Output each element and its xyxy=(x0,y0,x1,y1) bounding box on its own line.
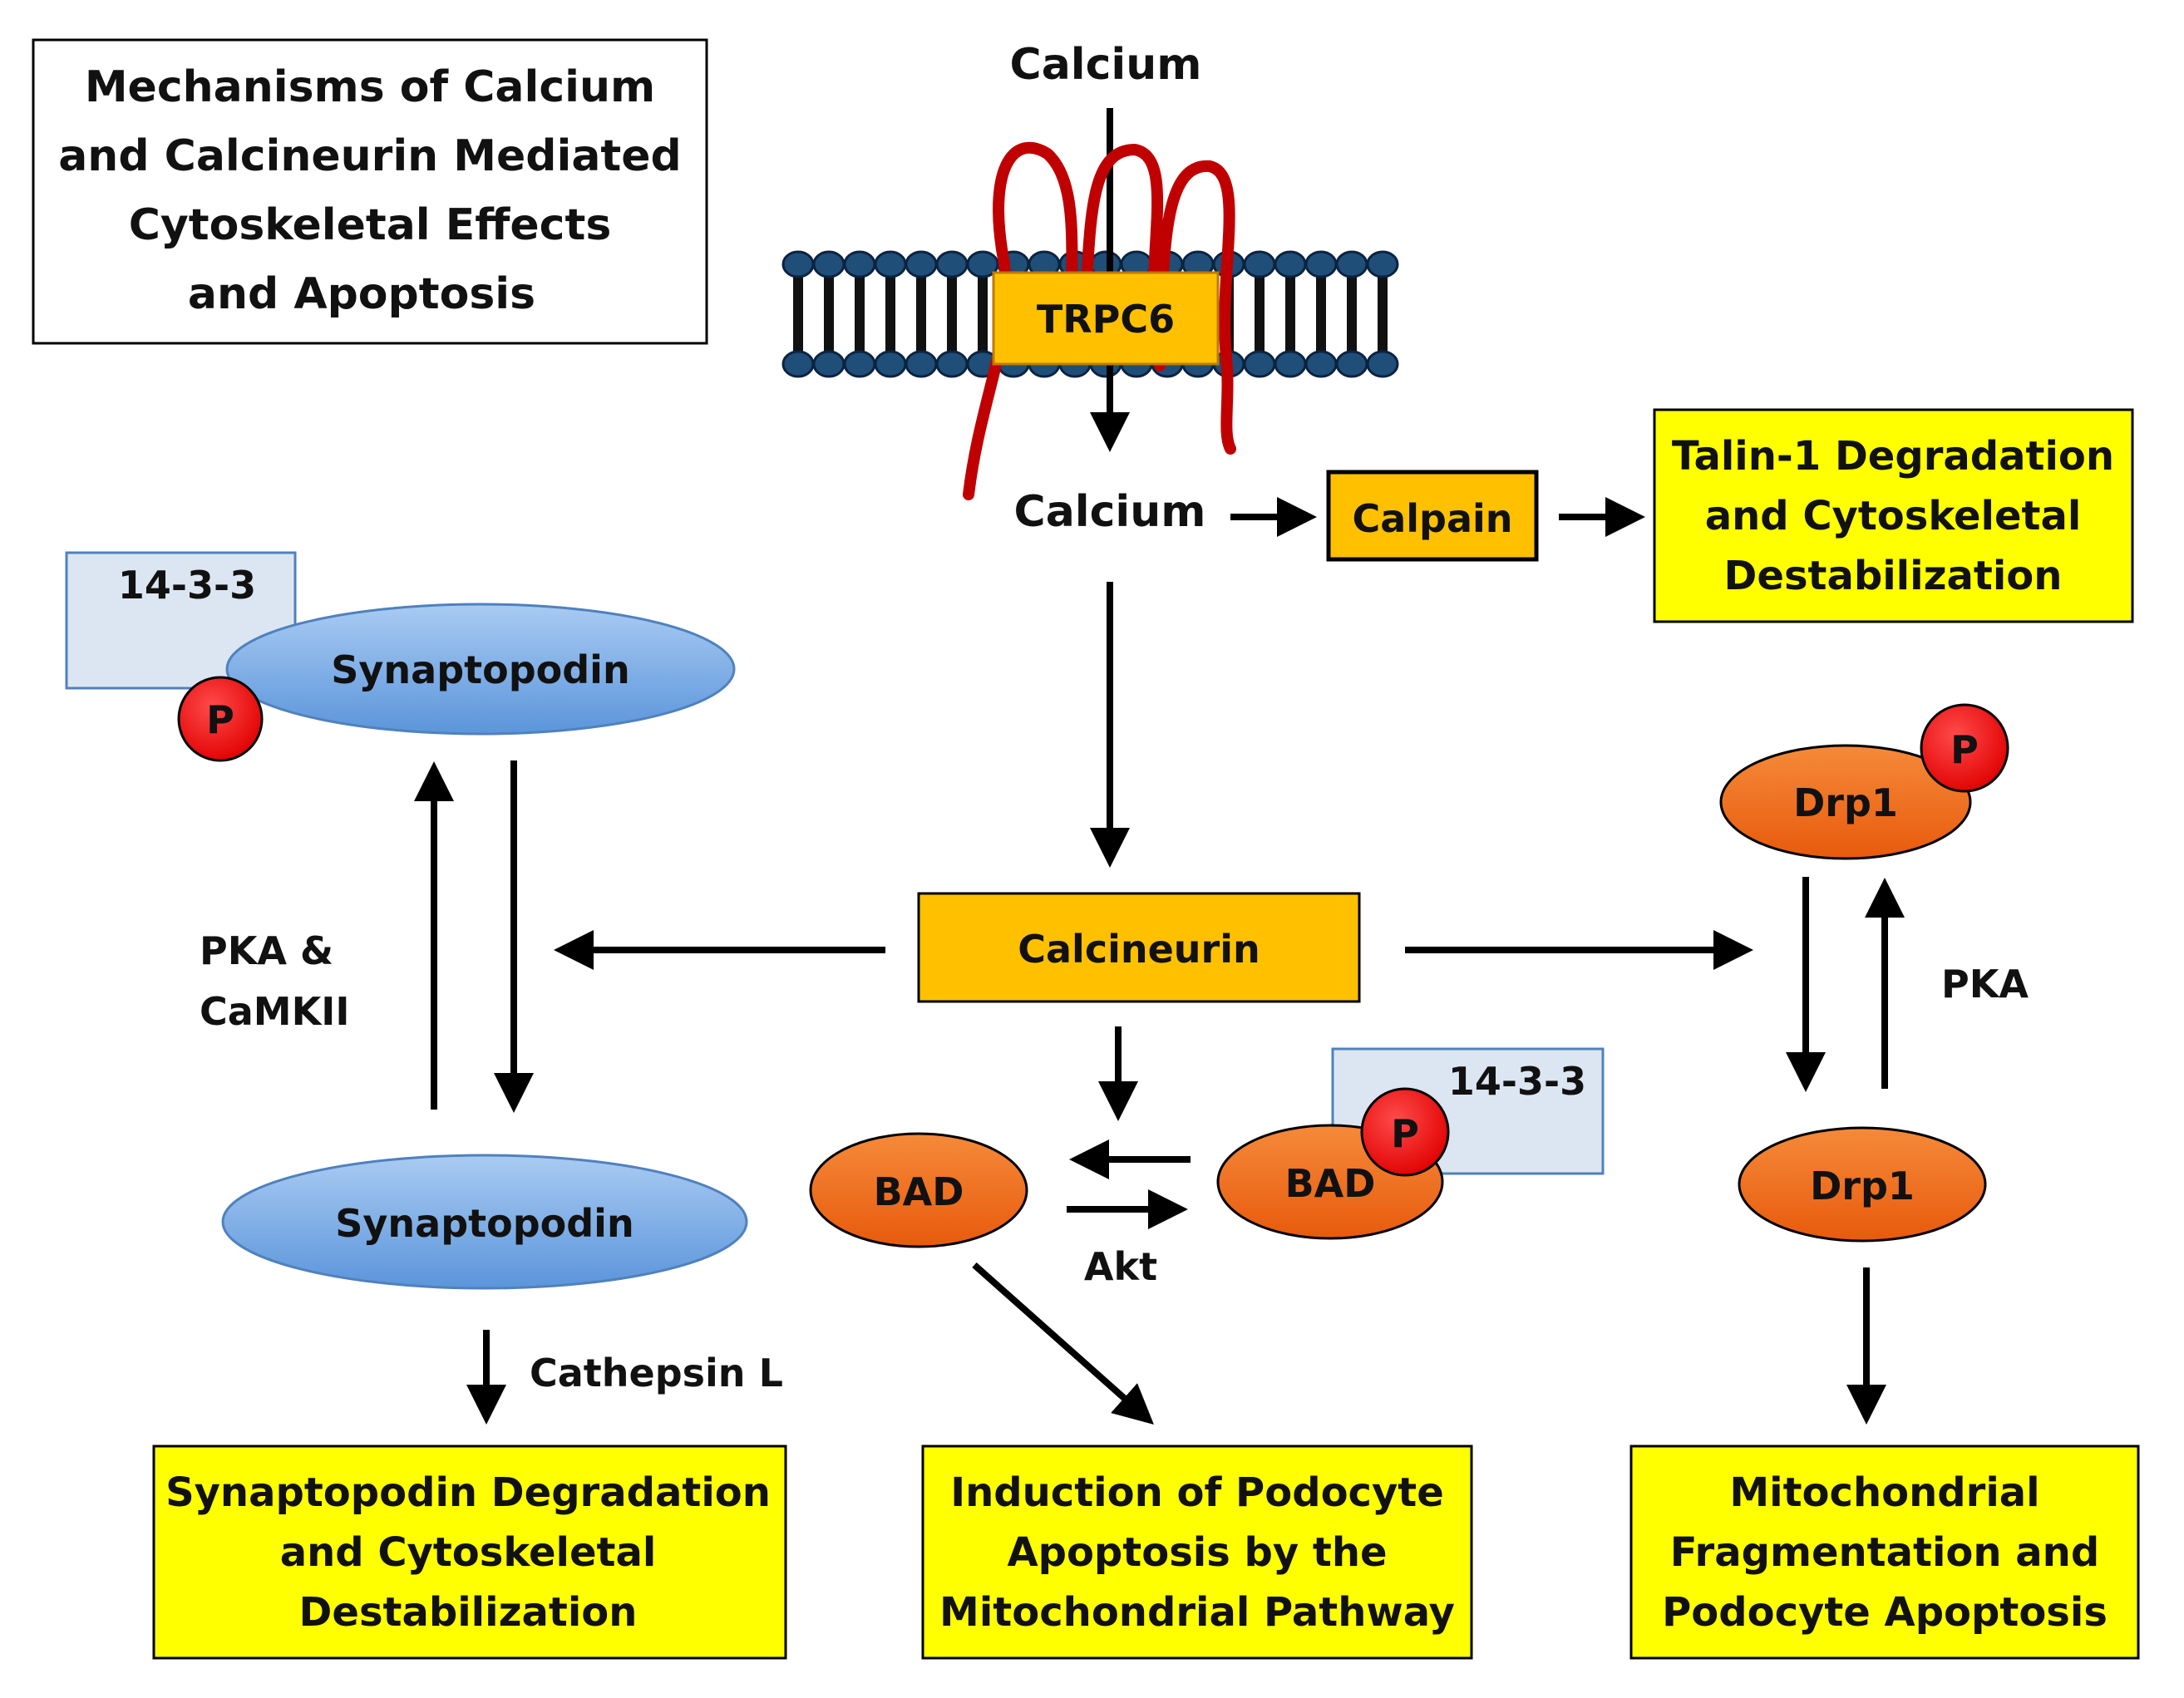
title-line-2: and Calcineurin Mediated xyxy=(58,131,682,181)
lipid-head-top xyxy=(1304,250,1338,278)
bad-node: BAD xyxy=(809,1132,1028,1248)
lipid-head-bottom xyxy=(843,350,876,378)
lipid-tail xyxy=(1347,264,1357,360)
talin-outcome-box: Talin-1 Degradation and Cytoskeletal Des… xyxy=(1653,408,2134,623)
lipid-head-top xyxy=(1335,250,1368,278)
phospho-circle-left xyxy=(177,676,264,762)
talin-line-3: Destabilization xyxy=(1724,553,2063,599)
synaptopodin-outcome-line-1: Synaptopodin Degradation xyxy=(165,1469,771,1516)
talin-line-1: Talin-1 Degradation xyxy=(1672,433,2114,480)
phospho-bad-label: P xyxy=(1391,1111,1419,1156)
pka-camkii-line-2: CaMKII xyxy=(200,989,349,1034)
phospho-left-label: P xyxy=(206,697,234,742)
lipid-head-bottom xyxy=(1304,350,1338,378)
phospho-drp1-label: P xyxy=(1950,727,1979,772)
lipid-tail xyxy=(978,264,988,360)
tag-1433-left-label: 14-3-3 xyxy=(118,563,256,608)
bad-label: BAD xyxy=(874,1169,964,1214)
lipid-head-bottom xyxy=(935,350,969,378)
lipid-tail xyxy=(824,264,834,360)
mito-line-1: Mitochondrial xyxy=(1729,1469,2039,1516)
lipid-head-top xyxy=(874,250,907,278)
lipid-tail xyxy=(947,264,957,360)
apoptosis-outcome-box: Induction of Podocyte Apoptosis by the M… xyxy=(921,1445,1473,1660)
drp1-node: Drp1 xyxy=(1738,1126,1987,1243)
pka-camkii-line-1: PKA & xyxy=(200,928,333,973)
akt-label: Akt xyxy=(1084,1244,1157,1289)
lipid-head-bottom xyxy=(1243,350,1276,378)
lipid-head-top xyxy=(843,250,876,278)
trpc6-label: TRPC6 xyxy=(1037,297,1175,342)
title-line-4: and Apoptosis xyxy=(188,269,535,319)
lipid-tail xyxy=(1316,264,1326,360)
calcineurin-label: Calcineurin xyxy=(1018,927,1260,972)
trpc6-box: TRPC6 xyxy=(992,271,1220,366)
synaptopodin-node: Synaptopodin xyxy=(221,1154,748,1290)
lipid-tail xyxy=(1285,264,1295,360)
lipid-head-bottom xyxy=(874,350,907,378)
lipid-head-bottom xyxy=(1274,350,1307,378)
calcium-mid-label: Calcium xyxy=(1014,487,1206,537)
title-box: Mechanisms of Calcium and Calcineurin Me… xyxy=(32,38,708,345)
lipid-head-bottom xyxy=(781,350,815,378)
bad-to-apoptosis-arrow xyxy=(972,1262,1154,1425)
calcineurin-box: Calcineurin xyxy=(917,892,1361,1003)
mito-line-2: Fragmentation and xyxy=(1670,1529,2099,1576)
lipid-head-top xyxy=(1366,250,1399,278)
synaptopodin-phospho-label: Synaptopodin xyxy=(331,647,629,692)
synaptopodin-outcome-line-2: and Cytoskeletal xyxy=(280,1529,657,1576)
synaptopodin-phospho-complex: 14-3-3 Synaptopodin P xyxy=(65,551,736,762)
lipid-head-top xyxy=(1243,250,1276,278)
apoptosis-line-1: Induction of Podocyte xyxy=(950,1469,1444,1516)
lipid-tail xyxy=(916,264,926,360)
lipid-tail xyxy=(793,264,803,360)
tag-1433-mid-label: 14-3-3 xyxy=(1448,1059,1586,1104)
drp1-phospho-label: Drp1 xyxy=(1793,780,1898,825)
lipid-head-top xyxy=(781,250,815,278)
lipid-head-bottom xyxy=(1335,350,1368,378)
synaptopodin-label: Synaptopodin xyxy=(335,1201,634,1246)
calpain-box: Calpain xyxy=(1326,470,1539,562)
lipid-head-bottom xyxy=(905,350,938,378)
phospho-circle-bad xyxy=(1360,1087,1450,1177)
lipid-tail xyxy=(855,264,865,360)
lipid-tail xyxy=(1378,264,1388,360)
bad-phospho-complex: 14-3-3 BAD P xyxy=(1216,1047,1605,1240)
talin-line-2: and Cytoskeletal xyxy=(1705,493,2082,539)
trpc6-helix xyxy=(963,141,1236,500)
phospho-circle-drp1 xyxy=(1920,703,2009,793)
bad-phospho-label: BAD xyxy=(1285,1161,1376,1206)
lipid-tail xyxy=(1255,264,1265,360)
apoptosis-line-3: Mitochondrial Pathway xyxy=(939,1589,1455,1636)
apoptosis-line-2: Apoptosis by the xyxy=(1007,1529,1387,1576)
synaptopodin-outcome-box: Synaptopodin Degradation and Cytoskeleta… xyxy=(152,1445,787,1660)
mito-outcome-box: Mitochondrial Fragmentation and Podocyte… xyxy=(1629,1445,2140,1660)
drp1-label: Drp1 xyxy=(1810,1164,1915,1208)
lipid-head-top xyxy=(812,250,845,278)
synaptopodin-outcome-line-3: Destabilization xyxy=(299,1589,638,1636)
lipid-head-top xyxy=(1274,250,1307,278)
title-line-1: Mechanisms of Calcium xyxy=(85,62,655,112)
calpain-label: Calpain xyxy=(1352,496,1512,541)
cathepsin-label: Cathepsin L xyxy=(530,1351,783,1395)
calcium-top-label: Calcium xyxy=(1010,40,1202,90)
lipid-head-top xyxy=(935,250,969,278)
mito-line-3: Podocyte Apoptosis xyxy=(1662,1589,2108,1636)
lipid-head-top xyxy=(905,250,938,278)
title-line-3: Cytoskeletal Effects xyxy=(129,200,612,250)
pka-label: PKA xyxy=(1941,962,2029,1006)
lipid-head-bottom xyxy=(1366,350,1399,378)
lipid-head-bottom xyxy=(812,350,845,378)
drp1-phospho-complex: Drp1 P xyxy=(1719,703,2009,860)
lipid-tail xyxy=(885,264,895,360)
